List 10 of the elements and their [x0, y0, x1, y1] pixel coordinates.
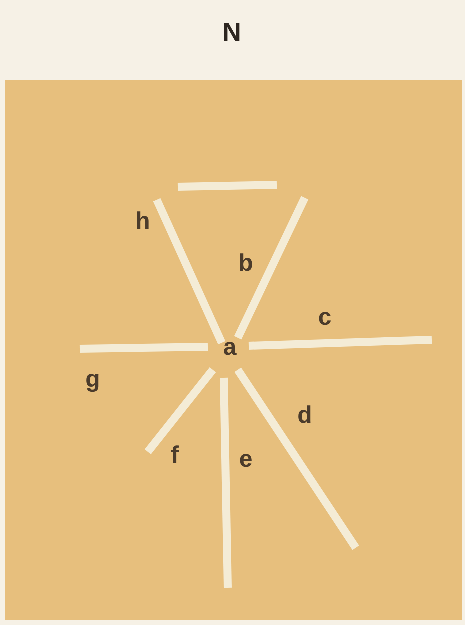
north-label: N [222, 19, 242, 45]
bar-label: f [171, 444, 179, 468]
bar-label: d [298, 404, 312, 428]
bar-label: h [136, 210, 150, 234]
bar-label: b [238, 252, 254, 276]
junction-label: a [223, 336, 237, 360]
bar-label: c [318, 306, 332, 330]
bar-label: e [239, 448, 253, 472]
path-bar [178, 181, 278, 191]
bar-label: g [86, 368, 100, 392]
